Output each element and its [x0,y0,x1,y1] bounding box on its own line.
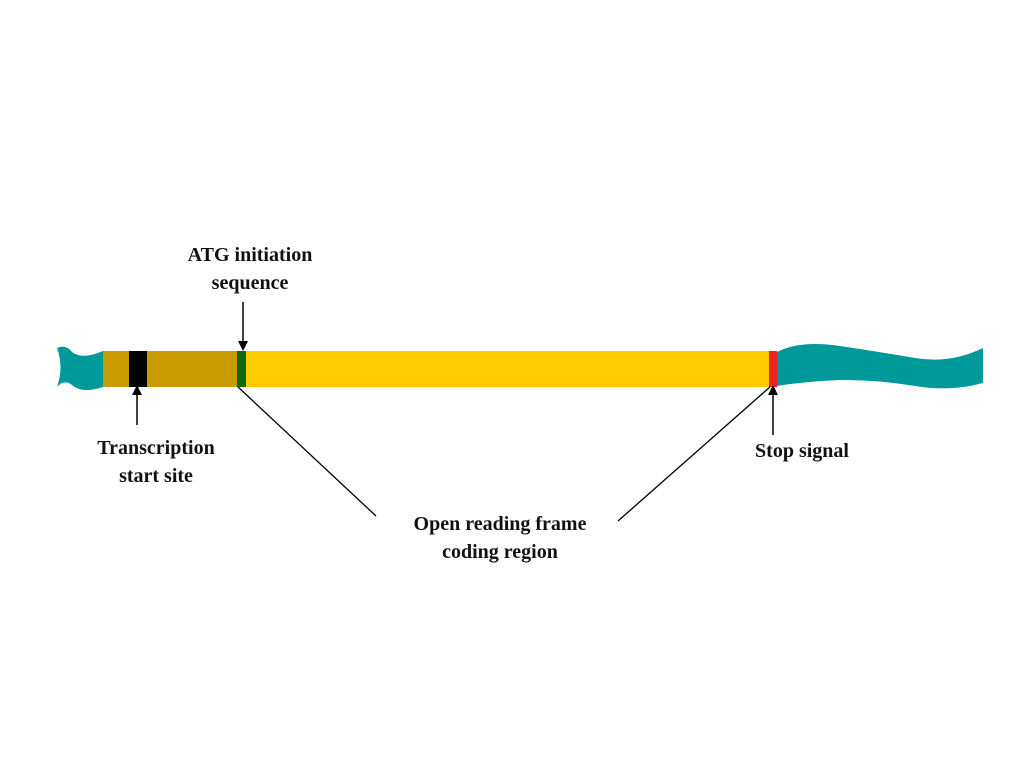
stop-label-line1: Stop signal [755,440,849,462]
transcription-label-line1: Transcription [97,437,215,459]
stop-label: Stop signal [732,437,872,465]
stop-marker [769,351,777,387]
transcription-label: Transcription start site [76,434,236,490]
orf-label: Open reading frame coding region [380,510,620,566]
atg-label-line2: sequence [211,272,289,294]
orf-right-line [617,386,771,522]
orf-label-line2: coding region [442,541,558,563]
atg-start-marker [237,351,246,387]
orf-label-line1: Open reading frame [413,513,587,535]
orf-region [237,351,770,387]
utr-region [103,351,237,387]
atg-label: ATG initiation sequence [170,241,330,297]
transcription-label-line2: start site [119,465,193,487]
transcription-start-marker [129,351,147,387]
left-flank-dna [57,346,103,391]
atg-label-line1: ATG initiation [187,244,313,266]
right-flank-dna [777,344,983,389]
orf-left-line [237,386,377,517]
